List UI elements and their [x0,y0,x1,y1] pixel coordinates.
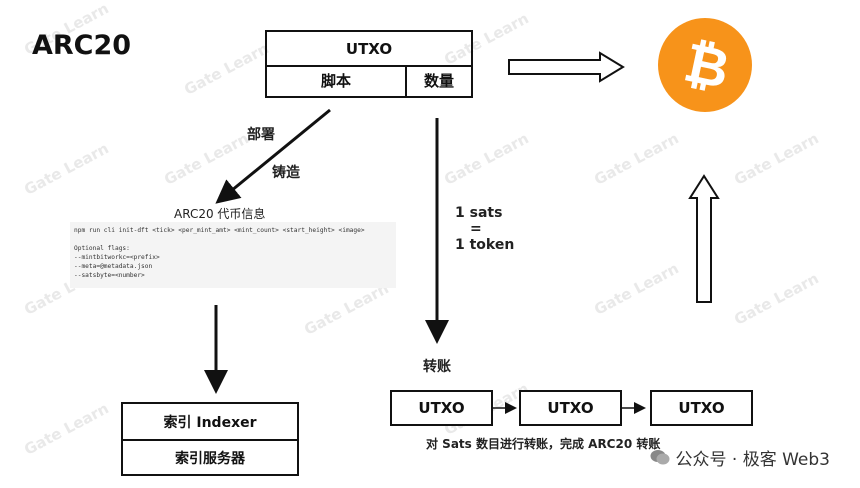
footer-attribution: 公众号 · 极客 Web3 [650,445,831,470]
code-line: --mintbitworkc=<prefix> [74,254,160,261]
chain-utxo-2: UTXO [519,390,622,426]
footer-text: 公众号 · 极客 Web3 [675,450,831,470]
utxo-amount-cell: 数量 [423,72,454,90]
diagram-title: ARC20 [32,30,132,61]
transfer-label: 转账 [423,359,451,375]
chain-utxo-1: UTXO [390,390,493,426]
indexer-server-label: 索引服务器 [175,450,245,467]
code-line: Optional flags: [74,245,130,252]
utxo-structure: UTXO 脚本 数量 [265,30,473,98]
hollow-arrow-right [508,51,625,83]
chain-utxo-3: UTXO [650,390,753,426]
ratio-line3: 1 token [455,237,515,253]
deploy-label: 部署 [247,127,275,143]
utxo-header: UTXO [267,32,471,67]
mint-label: 铸造 [272,165,300,181]
code-line: --satsbyte=<number> [74,272,145,279]
cli-code-block: npm run cli init-dft <tick> <per_mint_am… [70,222,396,288]
wechat-icon [650,450,669,465]
hollow-arrow-up [688,174,720,303]
svg-text:₿: ₿ [679,31,735,102]
deploy-arrow [215,108,331,204]
indexer-box: 索引 Indexer 索引服务器 [121,402,299,476]
code-line: --meta=@metadata.json [74,263,153,270]
ratio-line2: = [470,221,482,237]
code-line: npm run cli init-dft <tick> <per_mint_am… [74,227,365,234]
ratio-line1: 1 sats [455,205,503,221]
utxo-script-cell: 脚本 [267,65,407,96]
indexer-label: 索引 Indexer [123,404,297,441]
bitcoin-icon: ₿ [658,18,752,112]
chain-caption: 对 Sats 数目进行转账，完成 ARC20 转账 [426,437,661,451]
token-info-title: ARC20 代币信息 [174,207,266,221]
